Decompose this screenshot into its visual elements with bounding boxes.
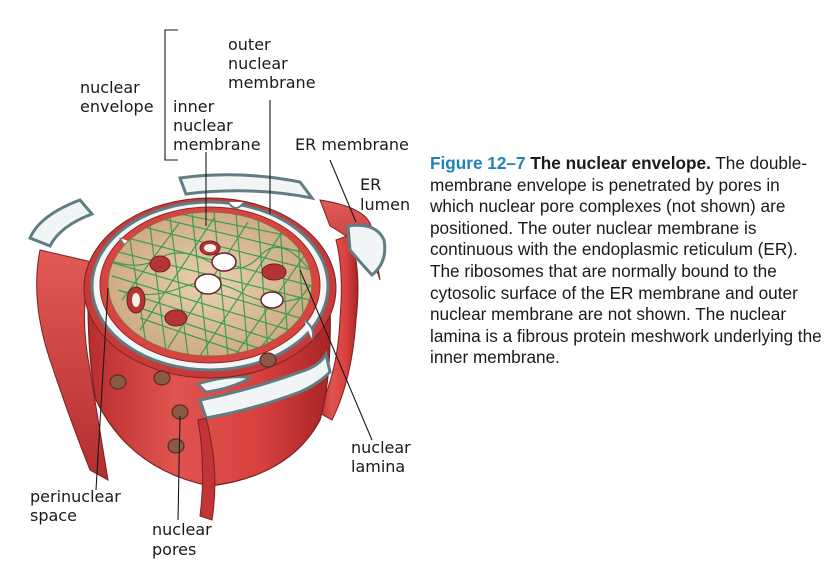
nuclear-envelope-bracket: [164, 29, 178, 161]
er-sheet-right: [317, 223, 387, 421]
er-sheet-left: [28, 198, 109, 481]
label-nuclear-pores: nuclear pores: [152, 520, 217, 559]
figure-number: Figure 12–7: [430, 153, 526, 173]
label-nuclear-envelope: nuclear envelope: [80, 78, 154, 116]
figure-title: The nuclear envelope.: [530, 153, 711, 173]
figure-caption-body: The double-membrane envelope is penetrat…: [430, 153, 822, 368]
nuclear-pores-leader: [177, 415, 181, 521]
nuclear-lamina-leader: [299, 269, 373, 441]
label-er-lumen: ER lumen: [360, 175, 410, 214]
interior-nuclear-pores: [126, 240, 287, 327]
figure-caption: Figure 12–7 The nuclear envelope. The do…: [430, 153, 828, 369]
diagram-labels: outer nuclear membrane nuclear envelope …: [30, 35, 416, 559]
leader-lines: [95, 29, 373, 521]
nuclear-interior: [107, 211, 313, 357]
label-nuclear-lamina: nuclear lamina: [351, 438, 416, 476]
er-membrane-leader: [329, 159, 357, 223]
label-outer-nuclear-membrane: outer nuclear membrane: [228, 35, 316, 92]
er-sheet-back-right: [177, 173, 381, 281]
label-er-membrane: ER membrane: [295, 135, 409, 154]
label-inner-nuclear-membrane: inner nuclear membrane: [173, 97, 261, 154]
perinuclear-space-leader: [95, 287, 109, 491]
label-perinuclear-space: perinuclear space: [30, 487, 126, 525]
